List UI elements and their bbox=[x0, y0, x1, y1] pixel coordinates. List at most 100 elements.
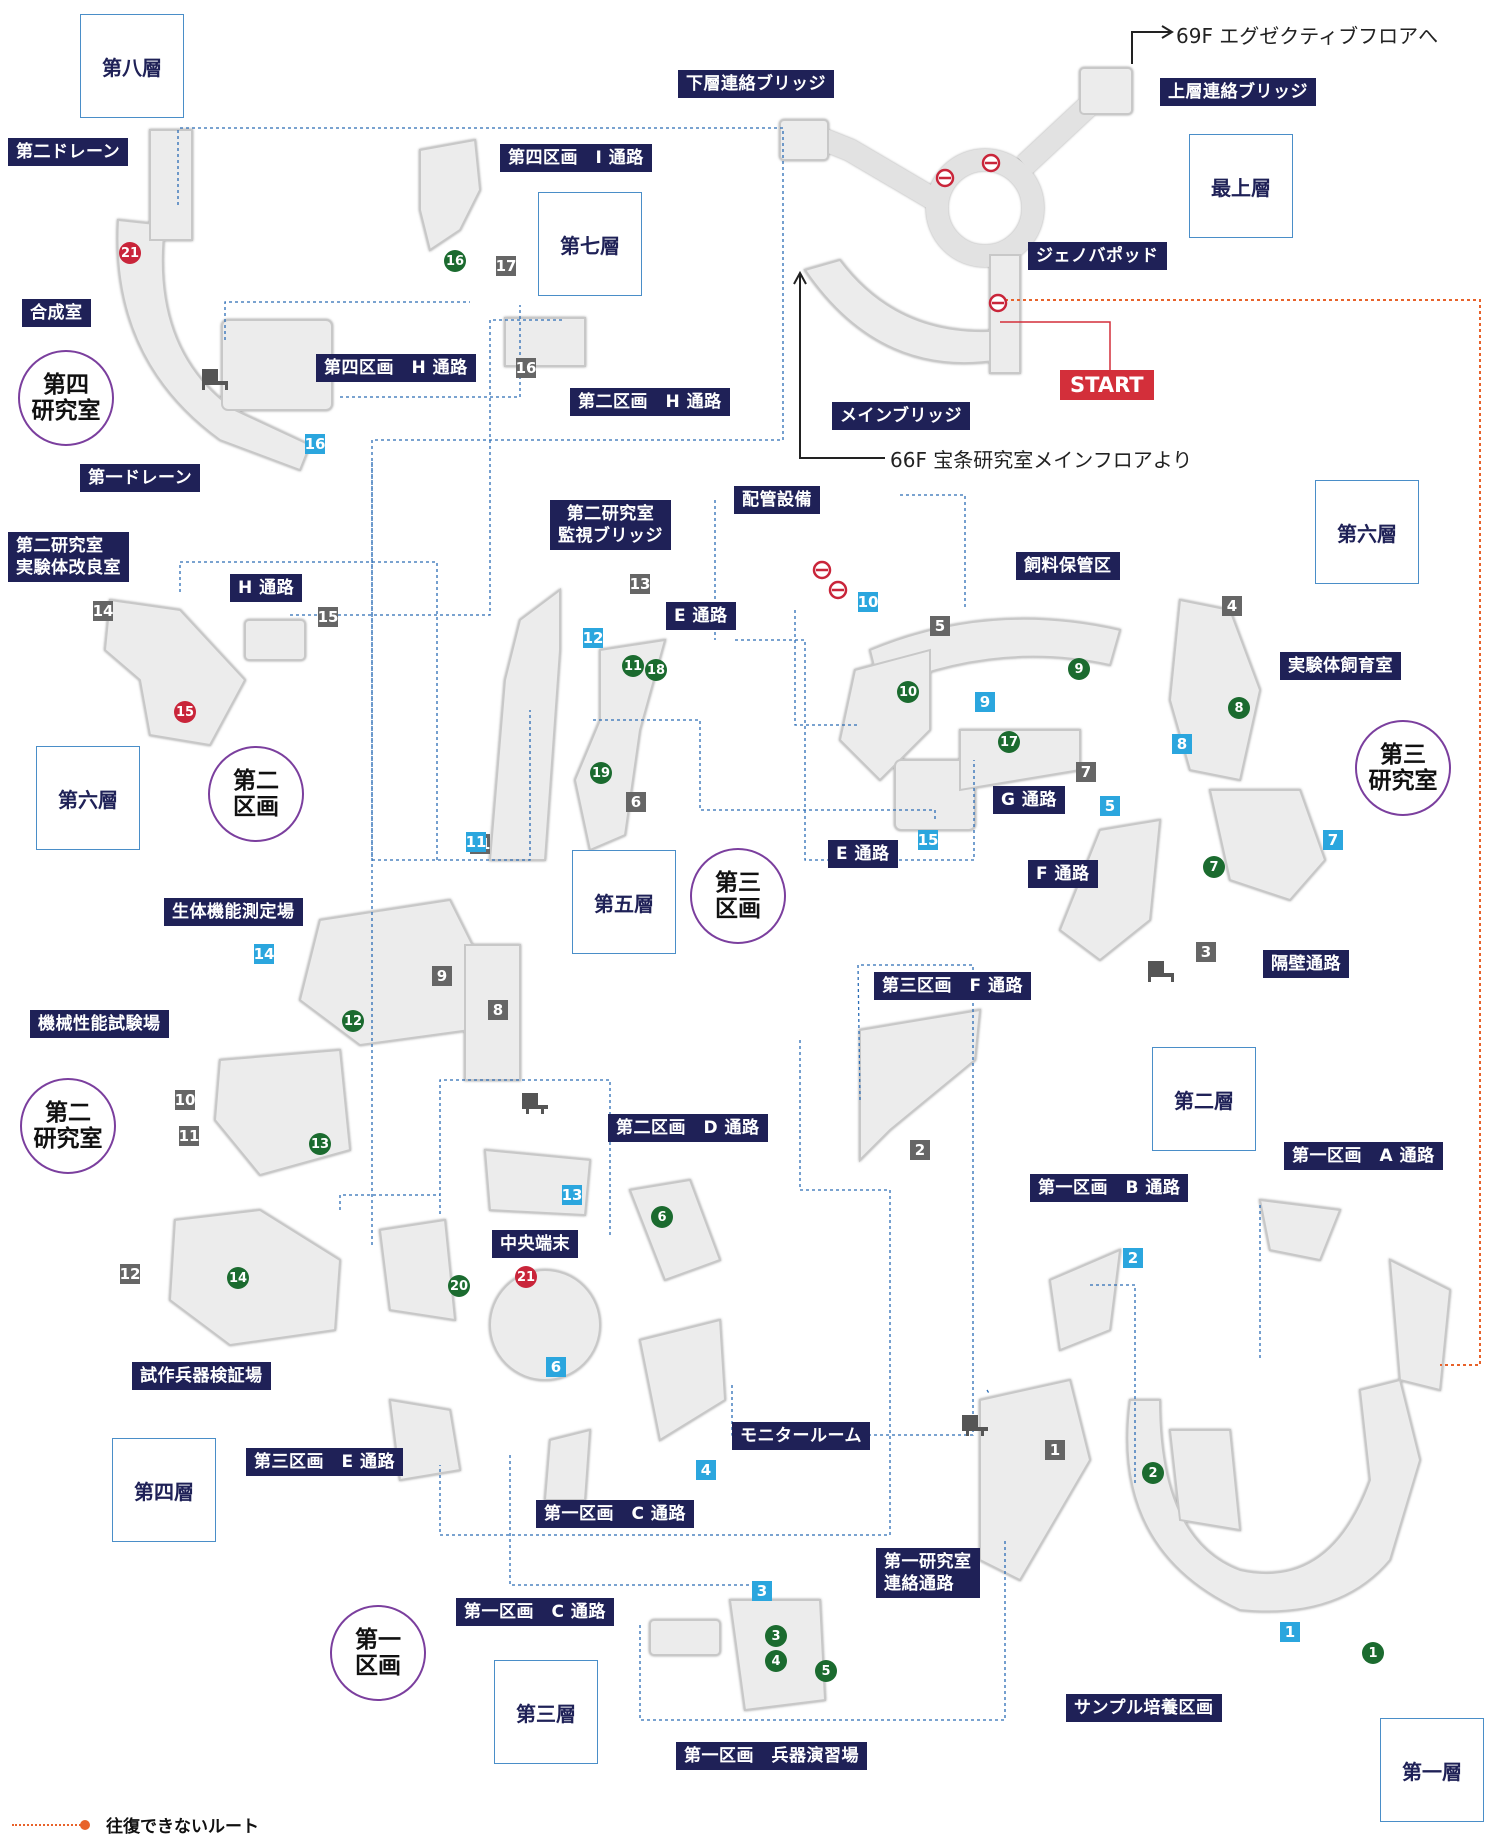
gray-marker: 13 bbox=[629, 574, 651, 594]
label-sec3-e: 第三区画 E 通路 bbox=[246, 1448, 404, 1476]
gray-marker: 16 bbox=[515, 358, 537, 378]
entry-arrow-66f bbox=[799, 275, 885, 459]
label-breeding: 実験体飼育室 bbox=[1280, 652, 1401, 680]
start-marker: START bbox=[1060, 370, 1154, 400]
label-sec4-i: 第四区画 I 通路 bbox=[500, 144, 652, 172]
blue-marker: 10 bbox=[857, 592, 879, 612]
label-prototype: 試作兵器検証場 bbox=[132, 1362, 271, 1390]
gray-marker: 3 bbox=[1196, 942, 1216, 962]
floor-3: 第三層 bbox=[494, 1660, 598, 1764]
blue-marker: 5 bbox=[1100, 796, 1120, 816]
label-jenova: ジェノバポッド bbox=[1028, 242, 1167, 270]
lab-4: 第四 研究室 bbox=[18, 350, 114, 446]
green-marker: 11 bbox=[622, 655, 644, 677]
green-marker: 9 bbox=[1068, 658, 1090, 680]
legend-text: 往復できないルート bbox=[106, 1817, 259, 1837]
red-marker: 21 bbox=[119, 242, 141, 264]
label-lab2-improve: 第二研究室 実験体改良室 bbox=[8, 532, 129, 582]
label-sec1-a: 第一区画 A 通路 bbox=[1284, 1142, 1443, 1170]
gray-marker: 9 bbox=[432, 966, 452, 986]
gray-marker: 7 bbox=[1076, 762, 1096, 782]
blue-marker: 11 bbox=[465, 832, 487, 852]
label-g-path: G 通路 bbox=[993, 786, 1065, 814]
green-marker: 18 bbox=[645, 659, 667, 681]
legend: 往復できないルート bbox=[12, 1812, 259, 1837]
label-sec3-f: 第三区画 F 通路 bbox=[874, 972, 1032, 1000]
label-sec2-h: 第二区画 H 通路 bbox=[570, 388, 730, 416]
start-connector bbox=[1000, 321, 1111, 372]
gray-marker: 15 bbox=[317, 607, 339, 627]
label-f-path: F 通路 bbox=[1028, 860, 1098, 888]
entry-from-66f[interactable]: 66F 宝条研究室メインフロアより bbox=[890, 448, 1193, 472]
label-upper-bridge: 上層連絡ブリッジ bbox=[1160, 78, 1316, 106]
blue-marker: 3 bbox=[752, 1581, 772, 1601]
gray-marker: 12 bbox=[119, 1264, 141, 1284]
label-sec1-c-b: 第一区画 C 通路 bbox=[456, 1598, 614, 1626]
label-sample: サンプル培養区画 bbox=[1066, 1694, 1222, 1722]
locked-door-icons bbox=[812, 153, 1008, 600]
gray-marker: 11 bbox=[178, 1126, 200, 1146]
green-marker: 13 bbox=[309, 1133, 331, 1155]
green-marker: 6 bbox=[651, 1206, 673, 1228]
label-sec4-h: 第四区画 H 通路 bbox=[316, 354, 476, 382]
exit-arrow-69f bbox=[1131, 31, 1170, 64]
red-marker: 21 bbox=[515, 1266, 537, 1288]
gray-marker: 6 bbox=[626, 792, 646, 812]
floor-1: 第一層 bbox=[1380, 1718, 1484, 1822]
floor-8: 第八層 bbox=[80, 14, 184, 118]
gray-marker: 1 bbox=[1045, 1440, 1065, 1460]
green-marker: 7 bbox=[1203, 856, 1225, 878]
lab-2: 第二 研究室 bbox=[20, 1078, 116, 1174]
section-1: 第一 区画 bbox=[330, 1605, 426, 1701]
floor-5: 第五層 bbox=[572, 850, 676, 954]
blue-marker: 7 bbox=[1323, 830, 1343, 850]
label-weapons: 第一区画 兵器演習場 bbox=[676, 1742, 867, 1770]
gray-marker: 10 bbox=[174, 1090, 196, 1110]
label-lab2-watch: 第二研究室 監視ブリッジ bbox=[550, 500, 671, 550]
bed-icon bbox=[202, 369, 228, 390]
green-marker: 10 bbox=[897, 681, 919, 703]
label-drain2: 第二ドレーン bbox=[8, 138, 129, 166]
oneway-route bbox=[1005, 299, 1481, 1366]
route-lines bbox=[177, 127, 1261, 1721]
gray-marker: 2 bbox=[910, 1140, 930, 1160]
section-2: 第二 区画 bbox=[208, 746, 304, 842]
lab-3: 第三 研究室 bbox=[1355, 720, 1451, 816]
label-bulkhead: 隔壁通路 bbox=[1263, 950, 1349, 978]
gray-marker: 4 bbox=[1222, 596, 1242, 616]
label-sec1-c-a: 第一区画 C 通路 bbox=[536, 1500, 694, 1528]
oneway-legend-swatch bbox=[12, 1819, 90, 1830]
label-sec2-d: 第二区画 D 通路 bbox=[608, 1114, 768, 1142]
floor-top: 最上層 bbox=[1189, 134, 1293, 238]
label-e-path-mid: E 通路 bbox=[828, 840, 898, 868]
green-marker: 3 bbox=[765, 1625, 787, 1647]
green-marker: 1 bbox=[1362, 1642, 1384, 1664]
blue-marker: 4 bbox=[696, 1460, 716, 1480]
blue-marker: 15 bbox=[917, 830, 939, 850]
label-lab1-link: 第一研究室 連絡通路 bbox=[876, 1548, 980, 1598]
exit-to-69f[interactable]: 69F エグゼクティブフロアへ bbox=[1176, 24, 1439, 48]
blue-marker: 1 bbox=[1280, 1622, 1300, 1642]
label-synthesis: 合成室 bbox=[22, 299, 91, 327]
blue-marker: 13 bbox=[561, 1185, 583, 1205]
label-central: 中央端末 bbox=[492, 1230, 578, 1258]
blue-marker: 6 bbox=[546, 1357, 566, 1377]
bed-icon bbox=[1148, 961, 1174, 982]
terminal-icon bbox=[962, 1415, 988, 1436]
floor-4: 第四層 bbox=[112, 1438, 216, 1542]
gray-marker: 8 bbox=[488, 1000, 508, 1020]
green-marker: 20 bbox=[448, 1275, 470, 1297]
floor-6-left: 第六層 bbox=[36, 746, 140, 850]
blue-marker: 14 bbox=[253, 944, 275, 964]
green-marker: 2 bbox=[1142, 1462, 1164, 1484]
terminal-icon bbox=[522, 1093, 548, 1114]
green-marker: 17 bbox=[998, 731, 1020, 753]
green-marker: 8 bbox=[1228, 697, 1250, 719]
floor-7: 第七層 bbox=[538, 192, 642, 296]
green-marker: 4 bbox=[765, 1650, 787, 1672]
blue-marker: 16 bbox=[304, 434, 326, 454]
green-marker: 12 bbox=[342, 1010, 364, 1032]
section-3: 第三 区画 bbox=[690, 848, 786, 944]
map-rooms bbox=[103, 67, 1452, 1712]
gray-marker: 14 bbox=[92, 601, 114, 621]
